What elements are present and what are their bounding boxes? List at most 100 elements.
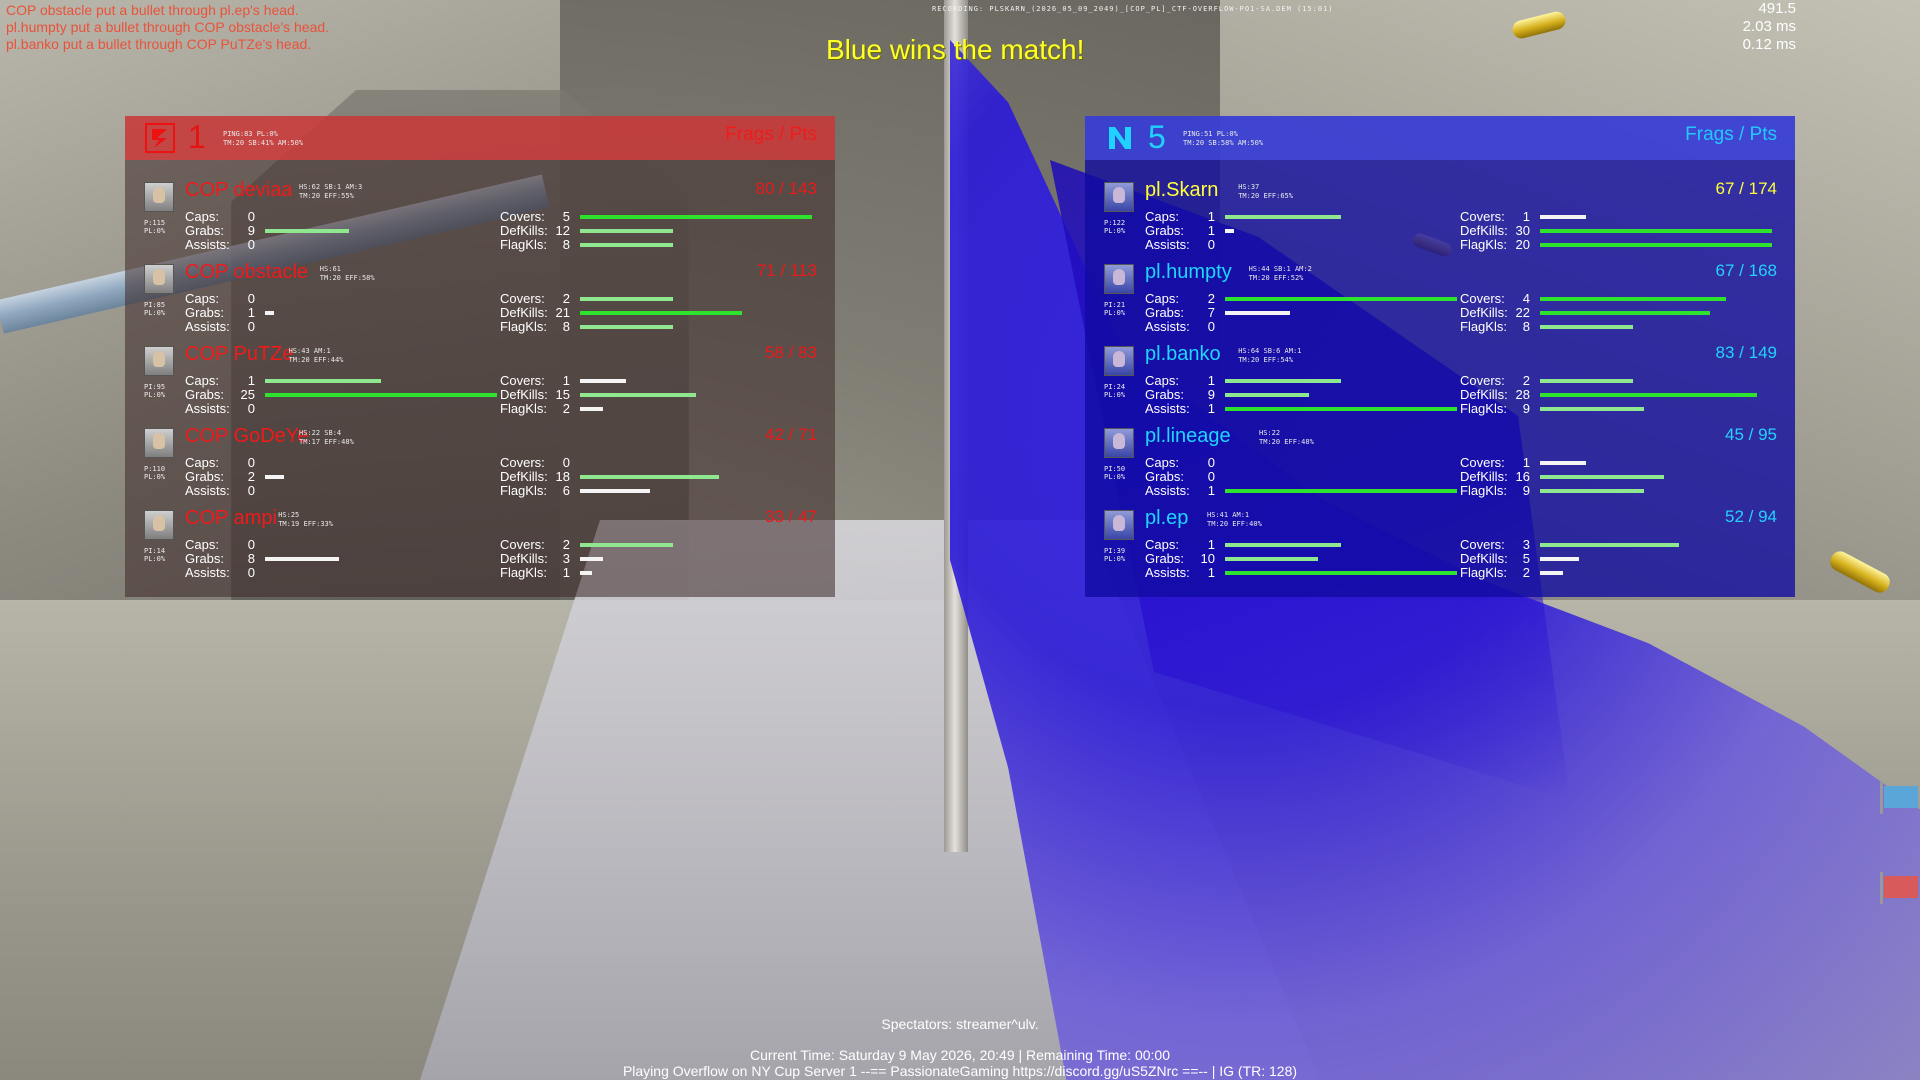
avatar-face — [1113, 515, 1125, 531]
avatar-face — [153, 351, 165, 367]
kill-feed-line: COP obstacle put a bullet through pl.ep'… — [6, 2, 299, 18]
stat-bar — [1540, 571, 1563, 575]
stat-label: Caps: — [1145, 537, 1179, 552]
stat-label: Covers: — [1460, 373, 1505, 388]
stat-value: 1 — [1522, 455, 1530, 470]
stat-value: 2 — [247, 469, 255, 484]
stat-value: 2 — [562, 291, 570, 306]
player-frags-pts: 58 / 83 — [765, 343, 817, 362]
player-ping-line: P:115 — [144, 219, 166, 227]
stat-label: Covers: — [1460, 209, 1505, 224]
player-loss-line: PL:0% — [144, 555, 166, 563]
stat-bar — [580, 475, 719, 479]
player-avatar — [144, 428, 174, 458]
stat-label: DefKills: — [500, 551, 548, 566]
stat-value: 1 — [562, 565, 570, 580]
player-frags-pts: 83 / 149 — [1715, 343, 1777, 362]
stat-value: 8 — [247, 551, 255, 566]
kill-feed-line: pl.banko put a bullet through COP PuTZe'… — [6, 36, 312, 52]
player-loss-line: PL:0% — [144, 391, 166, 399]
stat-value: 0 — [1207, 319, 1215, 334]
stat-label: DefKills: — [500, 469, 548, 484]
avatar-face — [1113, 433, 1125, 449]
stat-value: 9 — [1522, 401, 1530, 416]
stat-bar — [265, 557, 339, 561]
player-mini-line: TM:20 EFF:44% — [288, 356, 344, 364]
stat-label: Assists: — [1145, 319, 1190, 334]
stat-label: Covers: — [1460, 455, 1505, 470]
team-stats-line: PING:51 PL:0% — [1183, 130, 1238, 138]
stat-label: FlagKls: — [1460, 483, 1507, 498]
stat-value: 1 — [247, 305, 255, 320]
stat-bar — [580, 393, 696, 397]
stat-bar — [580, 557, 603, 561]
stat-bar — [580, 571, 592, 575]
stat-value: 0 — [1207, 455, 1215, 470]
match-result-banner: Blue wins the match! — [826, 34, 1085, 65]
stat-bar — [1225, 489, 1457, 493]
player-loss-line: PL:0% — [144, 227, 166, 235]
stat-value: 0 — [1207, 237, 1215, 252]
stat-value: 2 — [1522, 565, 1530, 580]
stat-label: Covers: — [1460, 537, 1505, 552]
stat-label: Grabs: — [185, 469, 225, 484]
player-mini-line: TM:20 EFF:40% — [1207, 520, 1262, 528]
player-ping-line: PI:21 — [1104, 301, 1126, 309]
stat-label: Grabs: — [1145, 223, 1185, 238]
stat-value: 9 — [1522, 483, 1530, 498]
player-frags-pts: 67 / 174 — [1715, 179, 1777, 198]
team-stats: PING:83 PL:0%TM:20 SB:41% AM:50% — [223, 130, 303, 148]
stat-label: Assists: — [185, 483, 230, 498]
stat-value: 4 — [1522, 291, 1530, 306]
avatar-face — [153, 515, 165, 531]
stat-label: Grabs: — [185, 305, 225, 320]
stat-value: 0 — [562, 455, 570, 470]
stat-bar — [1225, 215, 1341, 219]
stat-value: 8 — [562, 237, 570, 252]
stat-bar — [1540, 557, 1579, 561]
stat-label: Grabs: — [1145, 469, 1185, 484]
stat-label: Grabs: — [1145, 305, 1185, 320]
avatar-face — [1113, 351, 1125, 367]
stat-label: Caps: — [185, 537, 219, 552]
player-name: COP PuTZe — [185, 343, 294, 365]
player-avatar — [1104, 346, 1134, 376]
stat-bar — [580, 297, 673, 301]
stat-bar — [1225, 393, 1309, 397]
stat-bar — [580, 489, 650, 493]
stat-value: 3 — [1522, 537, 1530, 552]
kill-feed: COP obstacle put a bullet through pl.ep'… — [6, 2, 329, 53]
stat-label: Caps: — [1145, 209, 1179, 224]
stat-value: 1 — [1207, 565, 1215, 580]
player-ping-line: PI:39 — [1104, 547, 1126, 555]
player-ping-line: PI:85 — [144, 301, 166, 309]
stat-label: DefKills: — [1460, 223, 1508, 238]
stat-bar — [1225, 407, 1457, 411]
stat-value: 0 — [1207, 469, 1215, 484]
stat-label: Assists: — [185, 319, 230, 334]
player-mini-line: HS:61 — [319, 265, 341, 273]
stat-label: FlagKls: — [1460, 319, 1507, 334]
avatar-face — [1113, 187, 1125, 203]
player-mini-line: HS:44 SB:1 AM:2 — [1248, 265, 1312, 273]
team-stats: PING:51 PL:0%TM:20 SB:58% AM:50% — [1183, 130, 1263, 148]
stat-label: Grabs: — [1145, 551, 1185, 566]
stat-value: 2 — [1207, 291, 1215, 306]
player-name: pl.humpty — [1145, 261, 1232, 283]
stat-label: Assists: — [1145, 565, 1190, 580]
player-frags-pts: 71 / 113 — [756, 261, 817, 280]
stat-label: Assists: — [185, 401, 230, 416]
stat-value: 25 — [240, 387, 255, 402]
stat-label: Grabs: — [185, 223, 225, 238]
